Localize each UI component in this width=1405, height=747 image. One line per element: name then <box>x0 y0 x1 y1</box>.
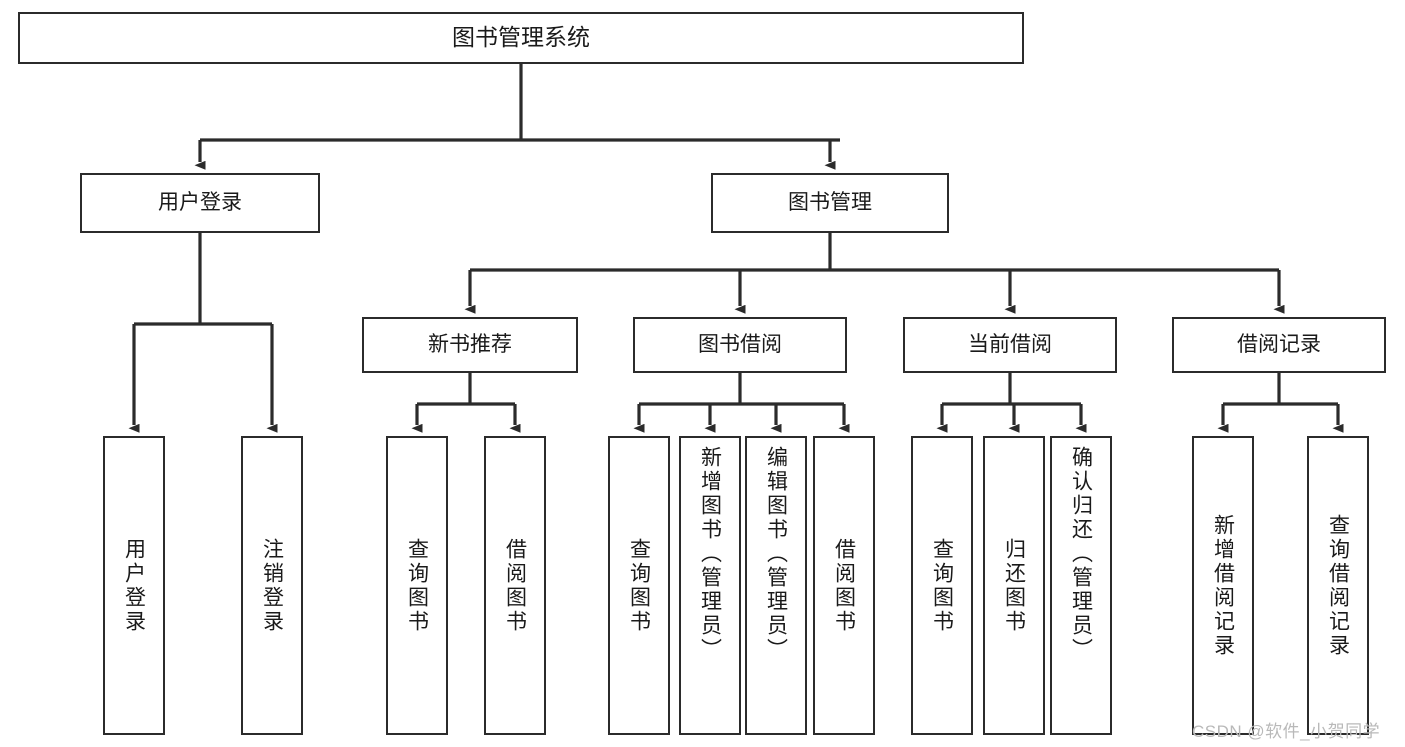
node-leaf-query-book-borrow-label: 查询图书 <box>627 537 651 634</box>
node-leaf-borrow-book-label: 借阅图书 <box>832 537 856 634</box>
node-leaf-edit-book[interactable]: 编辑图书（管理员） <box>745 436 807 735</box>
node-leaf-query-book-recommend-label: 查询图书 <box>405 537 429 634</box>
node-leaf-return-book-label: 归还图书 <box>1002 537 1026 634</box>
node-leaf-borrow-book-recommend[interactable]: 借阅图书 <box>484 436 546 735</box>
node-leaf-user-login[interactable]: 用户登录 <box>103 436 165 735</box>
node-leaf-add-book[interactable]: 新增图书（管理员） <box>679 436 741 735</box>
node-book-borrow[interactable]: 图书借阅 <box>633 317 847 373</box>
node-leaf-query-book-borrow[interactable]: 查询图书 <box>608 436 670 735</box>
node-leaf-user-login-label: 用户登录 <box>122 537 146 634</box>
node-current-borrow[interactable]: 当前借阅 <box>903 317 1117 373</box>
node-leaf-edit-book-label: 编辑图书（管理员） <box>764 446 788 662</box>
node-leaf-query-borrow-record[interactable]: 查询借阅记录 <box>1307 436 1369 735</box>
node-leaf-add-borrow-record[interactable]: 新增借阅记录 <box>1192 436 1254 735</box>
node-book-management[interactable]: 图书管理 <box>711 173 949 233</box>
node-leaf-return-book[interactable]: 归还图书 <box>983 436 1045 735</box>
node-leaf-add-borrow-record-label: 新增借阅记录 <box>1211 513 1235 658</box>
node-borrow-record[interactable]: 借阅记录 <box>1172 317 1386 373</box>
node-leaf-add-book-label: 新增图书（管理员） <box>698 446 722 662</box>
node-leaf-query-book-current[interactable]: 查询图书 <box>911 436 973 735</box>
node-leaf-borrow-book-recommend-label: 借阅图书 <box>503 537 527 634</box>
node-leaf-query-book-current-label: 查询图书 <box>930 537 954 634</box>
node-book-management-label: 图书管理 <box>788 191 872 215</box>
node-new-book-recommend[interactable]: 新书推荐 <box>362 317 578 373</box>
node-leaf-borrow-book[interactable]: 借阅图书 <box>813 436 875 735</box>
node-book-borrow-label: 图书借阅 <box>698 333 782 357</box>
csdn-watermark: CSDN @软件_小贺同学 <box>1192 722 1381 741</box>
node-root-system-label: 图书管理系统 <box>452 24 590 51</box>
node-leaf-confirm-return-label: 确认归还（管理员） <box>1069 446 1093 662</box>
node-leaf-query-book-recommend[interactable]: 查询图书 <box>386 436 448 735</box>
node-user-login[interactable]: 用户登录 <box>80 173 320 233</box>
node-leaf-query-borrow-record-label: 查询借阅记录 <box>1326 513 1350 658</box>
node-root-system[interactable]: 图书管理系统 <box>18 12 1024 64</box>
node-new-book-recommend-label: 新书推荐 <box>428 333 512 357</box>
node-leaf-confirm-return[interactable]: 确认归还（管理员） <box>1050 436 1112 735</box>
node-borrow-record-label: 借阅记录 <box>1237 333 1321 357</box>
node-leaf-logout-label: 注销登录 <box>260 537 284 634</box>
node-user-login-label: 用户登录 <box>158 191 242 215</box>
node-current-borrow-label: 当前借阅 <box>968 333 1052 357</box>
node-leaf-logout[interactable]: 注销登录 <box>241 436 303 735</box>
